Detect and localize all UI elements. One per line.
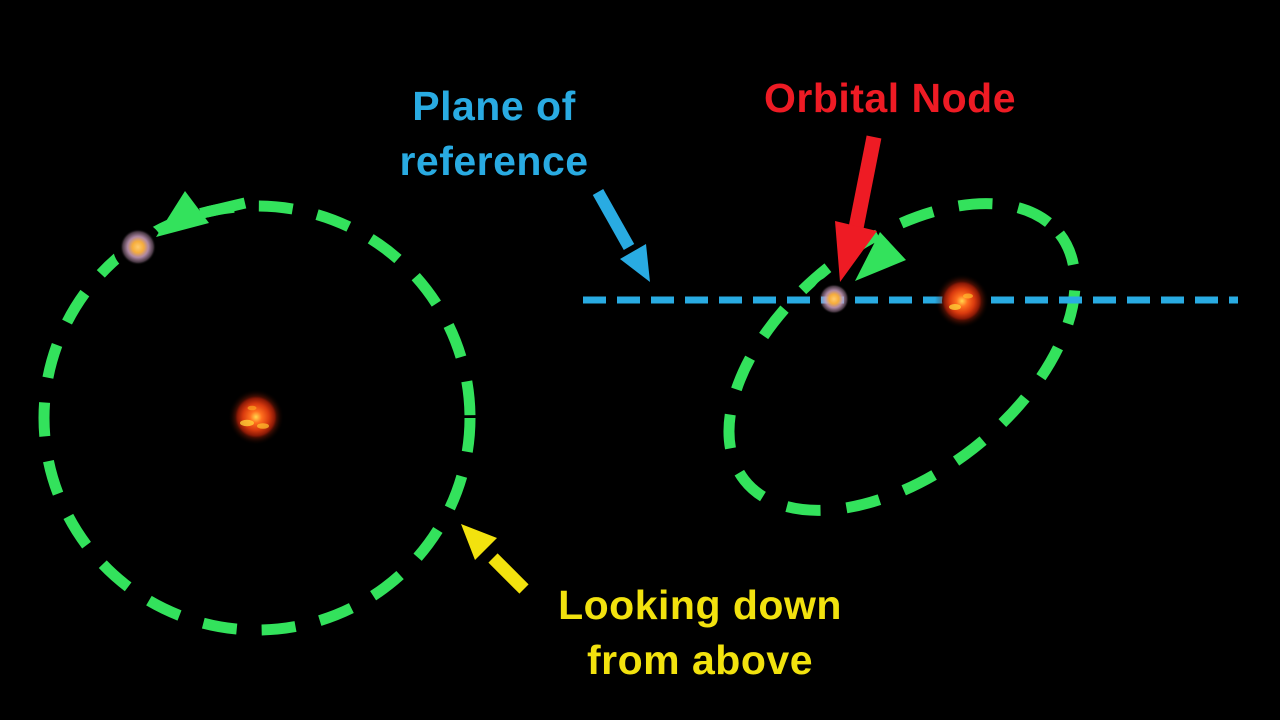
looking-down-label: Looking down from above [558,582,842,683]
planet-icon [120,229,156,265]
sun-flare [240,419,254,427]
plane-of-reference-arrow-shaft [592,189,635,250]
orbital-node-label: Orbital Node [763,75,1017,121]
looking-down-arrowhead-icon [461,524,497,560]
sun-flare [257,423,269,429]
sun-body [942,281,982,321]
orbit-direction-arrow-shaft-left [205,197,247,218]
orbital-node-arrow-shaft [848,135,882,230]
orbit-top-view-dashed-circle [38,200,476,636]
sun-body [235,396,277,438]
sun-icon-right [935,274,989,328]
orbit-direction-arrowhead-icon-left [156,191,209,237]
inclined-orbit-dashed-ellipse [723,198,1081,516]
sun-icon-left [228,389,284,445]
looking-down-arrow-shaft [488,553,529,594]
plane-of-reference-arrowhead-icon [620,244,650,282]
sun-flare [247,405,257,411]
sun-flare [963,293,973,299]
plane-of-reference-label: Plane of reference [399,83,589,184]
orbital-node-arrowhead-icon [835,221,877,282]
orbit-direction-arrowhead-icon-right [855,232,906,281]
orbital-node-planet-icon [819,284,849,314]
sun-flare [949,304,961,310]
